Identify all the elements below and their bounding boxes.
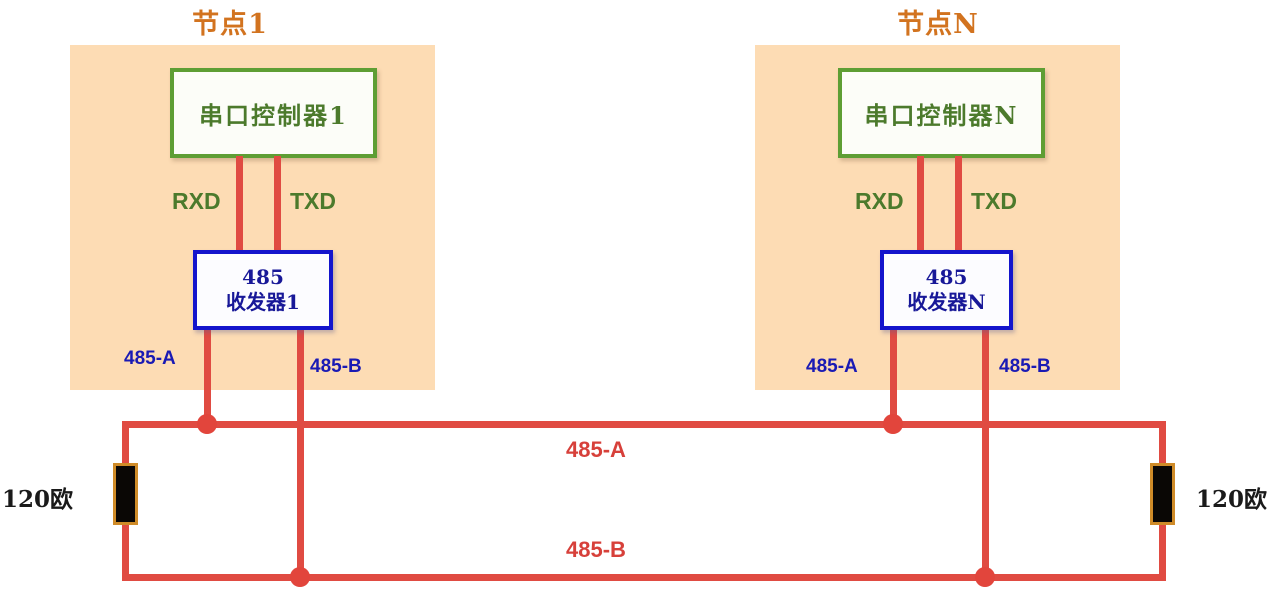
terminator-resistor-right — [1150, 463, 1175, 525]
terminator-label-right: 120欧 — [1196, 486, 1268, 513]
bus-label-b: 485-B — [566, 537, 626, 562]
rxd-label-1: RXD — [172, 188, 221, 214]
junction-noden-b — [975, 567, 995, 587]
transceiver-line1-1: 485 — [242, 265, 284, 289]
node1-b-label: 485-B — [310, 356, 362, 377]
terminator-resistor-left — [113, 463, 138, 525]
serial-controller-label-n: 串口控制器N — [864, 100, 1019, 130]
node-title-1: 节点1 — [192, 9, 268, 40]
rxd-wire-1 — [236, 156, 243, 254]
serial-controller-box-n: 串口控制器N — [838, 68, 1045, 158]
rxd-wire-n — [917, 156, 924, 254]
rs485-transceiver-box-1: 485 收发器1 — [193, 250, 333, 330]
rs485-transceiver-box-n: 485 收发器N — [880, 250, 1013, 330]
noden-a-drop-wire — [890, 326, 897, 429]
terminator-label-left: 120欧 — [2, 486, 74, 513]
txd-label-n: TXD — [971, 188, 1017, 214]
transceiver-line2-n: 收发器N — [907, 290, 986, 314]
transceiver-line1-n: 485 — [925, 265, 968, 289]
junction-node1-b — [290, 567, 310, 587]
transceiver-line2-1: 收发器1 — [226, 290, 300, 314]
node-title-n: 节点N — [897, 9, 979, 40]
bus-label-a: 485-A — [566, 437, 626, 462]
noden-b-drop-wire — [982, 326, 989, 581]
bus-line-a — [122, 421, 1166, 428]
junction-node1-a — [197, 414, 217, 434]
rxd-label-n: RXD — [855, 188, 904, 214]
node1-a-label: 485-A — [124, 348, 176, 369]
txd-label-1: TXD — [290, 188, 336, 214]
bus-line-b — [122, 574, 1166, 581]
serial-controller-box-1: 串口控制器1 — [170, 68, 377, 158]
noden-a-label: 485-A — [806, 356, 858, 377]
txd-wire-n — [955, 156, 962, 254]
node1-a-drop-wire — [204, 326, 211, 429]
txd-wire-1 — [274, 156, 281, 254]
serial-controller-label-1: 串口控制器1 — [199, 100, 348, 130]
node1-b-drop-wire — [297, 326, 304, 581]
noden-b-label: 485-B — [999, 356, 1051, 377]
junction-noden-a — [883, 414, 903, 434]
